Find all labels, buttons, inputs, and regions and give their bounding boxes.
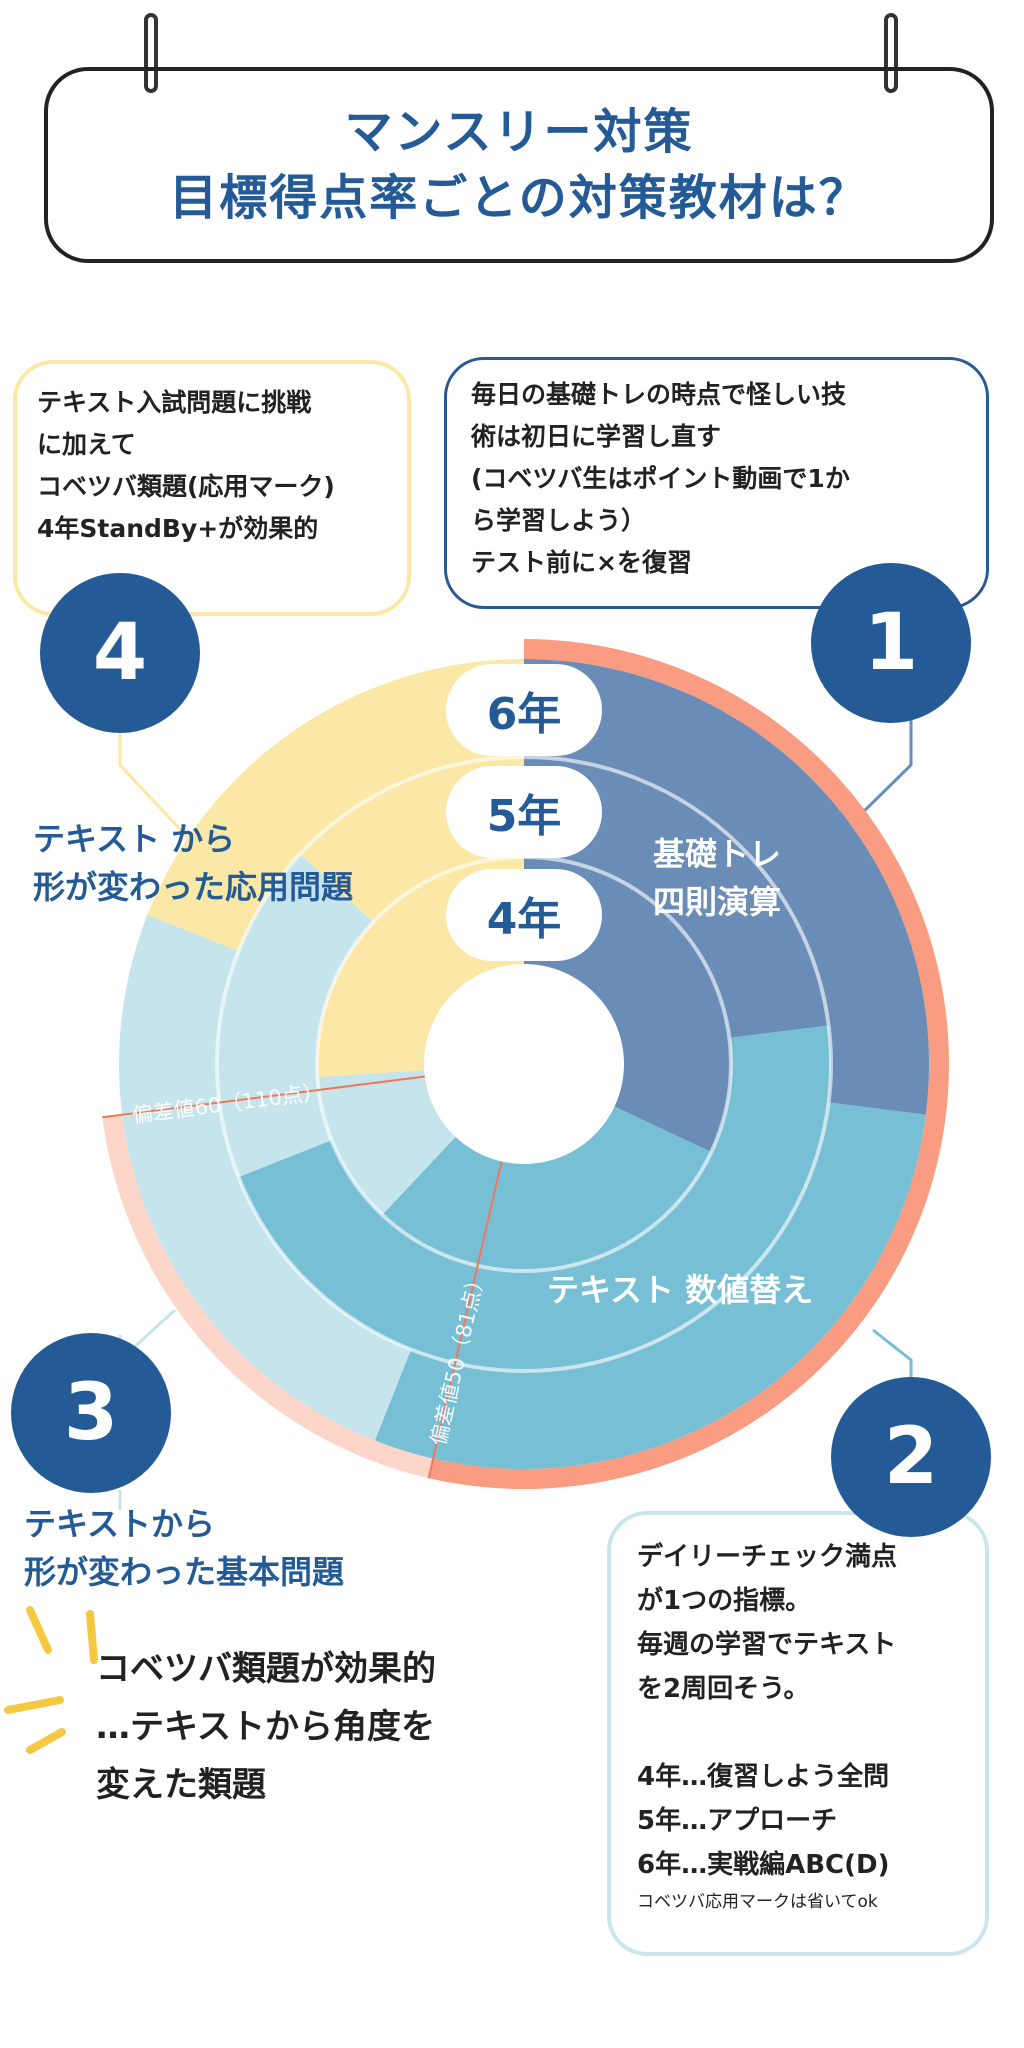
- label-basic-training-line1: 基礎トレ: [653, 835, 782, 873]
- binder-clip-left: [144, 13, 158, 93]
- note-1-line: 毎日の基礎トレの時点で怪しい技: [471, 380, 847, 409]
- note-2-line: 5年…アプローチ: [637, 1806, 838, 1836]
- note-1-line: ら学習しよう）: [471, 506, 647, 535]
- label-basic-line2: 形が変わった基本問題: [24, 1553, 345, 1591]
- title-line-2: 目標得点率ごとの対策教材は？: [169, 170, 869, 226]
- marker-line-50: [427, 1161, 503, 1479]
- title-box: マンスリー対策 目標得点率ごとの対策教材は？: [44, 67, 994, 263]
- label-number-swap: テキスト 数値替え: [547, 1271, 814, 1309]
- ring-divider-2: [215, 755, 833, 1373]
- connector-4: [118, 730, 192, 842]
- marker-line-60: [102, 1075, 425, 1119]
- binder-clip-right: [884, 13, 898, 93]
- tip-text: コベツバ類題が効果的 …テキストから角度を 変えた類題: [96, 1640, 436, 1814]
- note-2-line: が1つの指標。: [637, 1586, 812, 1616]
- badge-3: 3: [11, 1333, 171, 1493]
- note-1-line: テスト前に×を復習: [471, 548, 692, 577]
- ring-6-segment-4: [147, 659, 524, 951]
- badge-2: 2: [831, 1377, 991, 1537]
- note-1-line: 術は初日に学習し直す: [471, 422, 722, 451]
- note-2-small: コベツバ応用マークは省いてok: [637, 1892, 878, 1912]
- connector-2: [872, 1328, 913, 1380]
- note-2-line: 毎週の学習でテキスト: [637, 1630, 897, 1660]
- ring-4-segment-2: [382, 1106, 712, 1272]
- label-basic-training: 基礎トレ 四則演算: [653, 830, 781, 926]
- title-line-1: マンスリー対策: [344, 104, 694, 160]
- note-4-line: 4年StandBy+が効果的: [37, 514, 319, 543]
- note-4-line: に加えて: [37, 430, 136, 459]
- exclamation-burst-icon: [4, 1606, 98, 1754]
- target-band-deviation-60: [102, 1114, 434, 1479]
- tip-line: …テキストから角度を: [96, 1707, 435, 1747]
- label-basic-line1: テキストから: [24, 1505, 216, 1543]
- label-basic-training-line2: 四則演算: [653, 883, 782, 921]
- badge-4: 4: [40, 573, 200, 733]
- note-2-line: 4年…復習しよう全問: [637, 1762, 890, 1792]
- ring-5-segment-3: [217, 853, 374, 1178]
- note-4-line: コベツバ類題(応用マーク): [37, 472, 335, 501]
- note-1-line: (コベツバ生はポイント動画で1か: [471, 464, 850, 493]
- label-basic: テキストから 形が変わった基本問題: [24, 1500, 344, 1596]
- year-label-4: 4年: [446, 869, 602, 961]
- ring-6-segment-2: [374, 1102, 926, 1470]
- year-label-5: 5年: [446, 766, 602, 858]
- note-2-blank: [637, 1711, 959, 1755]
- ring-5-segment-1: [524, 757, 829, 1039]
- tip-line: 変えた類題: [96, 1765, 266, 1805]
- note-2-line: 6年…実戦編ABC(D): [637, 1850, 890, 1880]
- tip-line: コベツバ類題が効果的: [96, 1649, 436, 1689]
- badge-1: 1: [811, 563, 971, 723]
- year-label-6: 6年: [446, 664, 602, 756]
- connector-1: [853, 720, 913, 822]
- ring-5-segment-2: [238, 1025, 832, 1371]
- label-applied: テキスト から 形が変わった応用問題: [33, 815, 353, 911]
- note-4-line: テキスト入試問題に挑戦: [37, 388, 312, 417]
- label-applied-line1: テキスト から: [33, 820, 236, 858]
- label-applied-line2: 形が変わった応用問題: [33, 868, 354, 906]
- note-box-2: デイリーチェック満点 が1つの指標。 毎週の学習でテキスト を2周回そう。 4年…: [607, 1511, 989, 1956]
- note-box-4: テキスト入試問題に挑戦 に加えて コベツバ類題(応用マーク) 4年StandBy…: [13, 360, 411, 616]
- note-2-line: を2周回そう。: [637, 1674, 810, 1704]
- note-2-line: デイリーチェック満点: [637, 1542, 898, 1572]
